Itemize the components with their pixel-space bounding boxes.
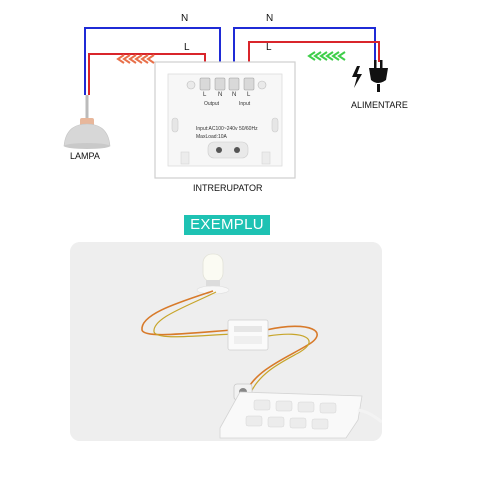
- switch-plate: [154, 61, 296, 179]
- wiring-diagram: N N L L L N N L Output Input Input:AC100…: [0, 0, 478, 215]
- light-bulb-icon: [196, 253, 230, 295]
- wire-label-l-right: L: [266, 42, 272, 53]
- switch-module-icon: [227, 319, 269, 351]
- lightning-icon: [352, 66, 362, 88]
- terminal-label-4: L: [247, 92, 251, 98]
- example-photo-svg: [70, 242, 382, 441]
- example-photo: [70, 242, 382, 441]
- neutral-wire-right: [233, 27, 376, 80]
- input-arrows: [307, 51, 346, 61]
- wiring-diagram-svg: [63, 27, 388, 179]
- power-strip-icon: [219, 391, 382, 439]
- lamp-label: LAMPA: [70, 151, 100, 161]
- wire-label-n-right: N: [266, 13, 274, 24]
- spec-line-1: Input:AC100~240v 50/60Hz: [196, 126, 258, 132]
- switch-label: INTRERUPATOR: [193, 183, 263, 193]
- spec-line-2: MaxLoad:10A: [196, 134, 227, 140]
- terminal-label-1: L: [203, 92, 207, 98]
- wire-label-l-left: L: [184, 42, 190, 53]
- live-wire-right: [248, 41, 380, 80]
- power-label: ALIMENTARE: [351, 100, 408, 110]
- power-plug-icon: [369, 60, 388, 92]
- terminal-label-2: N: [218, 92, 223, 98]
- terminal-label-3: N: [232, 92, 237, 98]
- input-label: Input: [239, 101, 251, 107]
- lamp-icon: [63, 95, 111, 149]
- neutral-wire-left: [84, 27, 221, 95]
- output-label: Output: [204, 101, 220, 107]
- wire-label-n-left: N: [181, 13, 189, 24]
- output-arrows: [116, 54, 155, 64]
- example-badge: EXEMPLU: [184, 215, 270, 235]
